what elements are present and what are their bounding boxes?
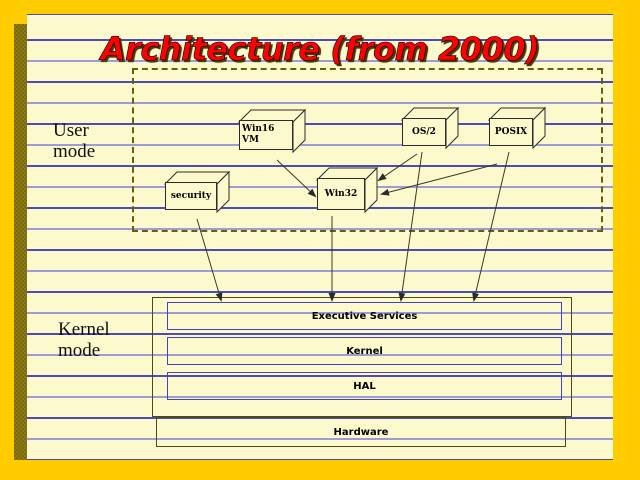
- arrow-os2-to-executive: [398, 151, 423, 302]
- box-os2[interactable]: OS/2: [400, 106, 462, 152]
- box-win32-label: Win32: [317, 178, 365, 210]
- bar-hal[interactable]: HAL: [167, 372, 562, 400]
- box-posix-3d-shell: [487, 106, 547, 150]
- box-win32[interactable]: Win32: [315, 166, 381, 216]
- bar-executive-services[interactable]: Executive Services: [167, 302, 562, 330]
- user-mode-label: User mode: [53, 120, 96, 162]
- box-win16vm-3d-shell: [237, 108, 307, 154]
- box-os2-label: OS/2: [402, 118, 446, 146]
- box-security-label: security: [165, 182, 217, 210]
- kernel-mode-label: Kernel mode: [58, 319, 110, 361]
- box-win16vm-label: Win16 VM: [239, 120, 293, 150]
- user-mode-region: [132, 68, 603, 232]
- box-os2-3d-shell: [400, 106, 460, 150]
- box-posix[interactable]: POSIX: [487, 106, 549, 152]
- kernel-mode-container: [152, 297, 572, 417]
- connector-arrows: [196, 151, 510, 302]
- bar-hardware[interactable]: Hardware: [156, 417, 566, 447]
- arrow-security-to-executive: [196, 218, 223, 302]
- arrow-os2-to-win32: [377, 153, 418, 182]
- box-security-3d-shell: [163, 170, 231, 214]
- box-win16vm[interactable]: Win16 VM: [237, 108, 311, 158]
- slide-canvas: Architecture (from 2000) User mode Kerne…: [27, 14, 613, 460]
- arrow-posix-to-win32: [380, 163, 498, 196]
- box-win32-3d-shell: [315, 166, 379, 214]
- box-posix-label: POSIX: [489, 118, 533, 146]
- page-title: Architecture (from 2000): [100, 30, 540, 69]
- frame-left-stripe: [14, 24, 27, 460]
- arrow-win16vm-to-win32: [276, 159, 317, 198]
- box-security[interactable]: security: [163, 170, 233, 218]
- arrow-posix-to-executive: [472, 151, 510, 302]
- bar-kernel[interactable]: Kernel: [167, 337, 562, 365]
